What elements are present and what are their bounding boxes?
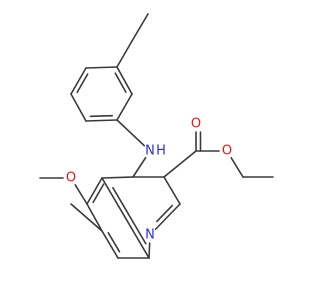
atom-label-NH: N [145, 144, 155, 159]
bonds-layer [39, 13, 274, 259]
bond-O1-C18 [230, 157, 244, 178]
bond-C4-C5 [70, 67, 87, 95]
bond-C11-O3 [74, 184, 88, 205]
bond-C12-C15 [101, 230, 119, 259]
bond-C16-N1 [148, 242, 151, 259]
bond-C12-C21 [70, 203, 103, 232]
bond-C8-C3-inner [114, 72, 127, 93]
atom-label-N1: N [145, 228, 155, 243]
bond-N1-C13-inner [156, 204, 174, 223]
bond-C9-C10 [101, 176, 134, 179]
bond-C4-C5-inner [76, 73, 89, 94]
atom-label-O1: O [222, 144, 232, 159]
bond-C11-C12 [86, 203, 103, 232]
atom-label-O3: O [66, 171, 76, 186]
bond-C7-C8 [116, 93, 133, 121]
bond-C6-C7-inner [89, 114, 114, 118]
atom-label-O2: O [191, 117, 201, 132]
bond-C13-C14 [163, 176, 181, 205]
bond-C10-C11 [86, 177, 103, 205]
bond-C8-C3 [116, 66, 133, 95]
bond-C12-C15-inner [107, 231, 121, 253]
bond-N1-C13 [154, 203, 181, 231]
bond-NH-C9 [132, 156, 147, 178]
bond-C3-C4 [85, 66, 118, 69]
bond-C5-C6 [70, 93, 87, 122]
bond-C6-C7 [85, 119, 118, 122]
bond-C2-C3 [116, 40, 133, 68]
bond-C14-C17 [163, 150, 197, 178]
bond-C10-C11-inner [92, 183, 105, 204]
bond-C16-C10-inner [112, 186, 147, 245]
bond-C7-NH [116, 119, 145, 147]
bond-C1-C2 [131, 13, 149, 42]
bond-C16-C10 [101, 177, 150, 259]
atom-label-NH-h: H [156, 144, 166, 159]
